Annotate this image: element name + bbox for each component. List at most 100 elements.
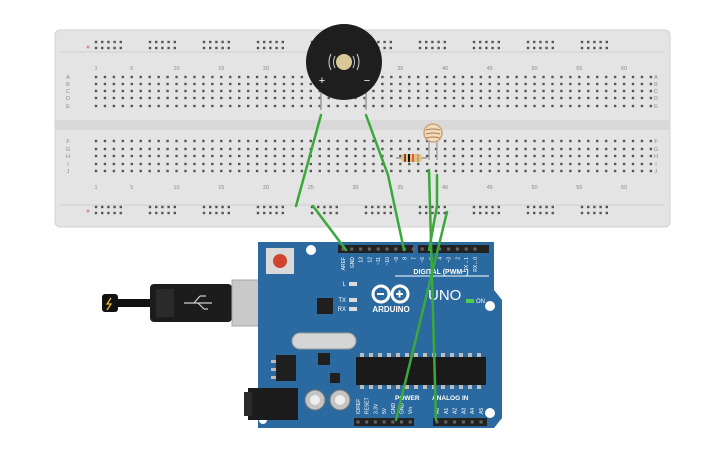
rail-hole	[545, 205, 548, 209]
breadboard-hole	[551, 162, 554, 166]
row-letter: J	[655, 169, 658, 175]
breadboard-hole	[587, 169, 590, 173]
breadboard-hole	[273, 139, 277, 143]
piezo-buzzer[interactable]: + −	[306, 24, 382, 110]
breadboard-hole	[139, 96, 142, 100]
pin-label: ~6	[420, 257, 426, 263]
breadboard-hole	[613, 89, 617, 93]
pin-label: 7	[411, 257, 417, 260]
breadboard-hole	[363, 139, 366, 143]
breadboard-hole	[193, 154, 196, 158]
chip-pin	[360, 385, 364, 389]
column-number: 55	[576, 66, 582, 72]
column-number: 5	[130, 185, 133, 191]
rail-hole	[425, 211, 428, 215]
buzzer-plus-label: +	[319, 75, 325, 87]
reset-button[interactable]	[266, 248, 294, 274]
breadboard-hole	[372, 169, 375, 173]
rail-hole	[256, 205, 260, 209]
rail-hole	[202, 205, 206, 209]
breadboard-hole	[238, 104, 241, 108]
column-number: 30	[352, 185, 358, 191]
breadboard-hole	[166, 89, 169, 93]
breadboard-hole	[596, 169, 599, 173]
breadboard-hole	[148, 147, 151, 151]
pin-label: 2	[455, 257, 461, 260]
breadboard-hole	[434, 154, 438, 158]
breadboard-hole	[175, 162, 178, 166]
breadboard-hole	[587, 154, 590, 158]
analog-section-label: ANALOG IN	[432, 395, 469, 402]
breadboard-hole	[94, 147, 98, 151]
breadboard-hole	[202, 169, 205, 173]
breadboard-hole	[622, 162, 626, 166]
rail-hole	[310, 205, 314, 209]
rail-hole	[479, 211, 482, 215]
breadboard-hole	[560, 82, 563, 86]
breadboard-hole	[587, 89, 590, 93]
rail-hole	[377, 40, 380, 44]
wires[interactable]	[294, 113, 449, 422]
rail-hole	[113, 205, 116, 209]
breadboard-hole	[220, 169, 223, 173]
resistor[interactable]	[396, 154, 427, 162]
breadboard-hole	[399, 82, 402, 86]
rail-hole	[281, 205, 284, 209]
rail-hole	[113, 211, 116, 215]
breadboard-hole	[238, 147, 241, 151]
breadboard-hole	[497, 139, 500, 143]
rail-hole	[418, 211, 422, 215]
pin-label: A1	[444, 408, 450, 414]
breadboard-hole	[390, 96, 393, 100]
breadboard-hole	[506, 169, 509, 173]
breadboard-hole	[596, 75, 599, 79]
breadboard-hole	[255, 154, 259, 158]
breadboard-hole	[452, 154, 456, 158]
rail-hole	[256, 40, 260, 44]
rail-hole	[263, 205, 266, 209]
chip-pin	[441, 385, 445, 389]
wire	[394, 210, 449, 422]
breadboard-hole	[569, 139, 572, 143]
breadboard-hole	[408, 139, 411, 143]
breadboard-hole	[246, 139, 250, 143]
breadboard-hole	[318, 162, 321, 166]
breadboard-hole	[103, 169, 107, 173]
breadboard-hole	[372, 139, 375, 143]
rail-hole	[310, 211, 314, 215]
pin-label: ~9	[394, 257, 400, 263]
breadboard-hole	[613, 154, 617, 158]
rail-hole	[383, 211, 386, 215]
rail-hole	[275, 205, 278, 209]
breadboard-hole	[139, 75, 142, 79]
chip-pin	[396, 353, 400, 357]
rail-hole	[263, 46, 266, 50]
breadboard-hole	[184, 96, 187, 100]
breadboard-hole	[425, 89, 429, 93]
breadboard-hole	[461, 147, 465, 151]
breadboard-hole	[560, 89, 563, 93]
rail-hole	[491, 46, 494, 50]
breadboard-hole	[596, 139, 599, 143]
breadboard-hole	[524, 139, 527, 143]
breadboard-hole	[166, 75, 169, 79]
pin-label: ~3	[447, 257, 453, 263]
photoresistor[interactable]	[423, 123, 443, 160]
breadboard-hole	[443, 139, 447, 143]
breadboard-hole	[434, 96, 438, 100]
breadboard-hole	[354, 154, 357, 158]
breadboard-hole	[506, 96, 509, 100]
breadboard-hole	[560, 96, 563, 100]
breadboard-hole	[515, 139, 518, 143]
chip-pin	[423, 353, 427, 357]
breadboard-hole	[327, 96, 330, 100]
rail-hole	[94, 211, 98, 215]
breadboard-hole	[175, 154, 178, 158]
rail-hole	[269, 205, 272, 209]
breadboard-hole	[551, 169, 554, 173]
column-number: 5	[130, 66, 133, 72]
